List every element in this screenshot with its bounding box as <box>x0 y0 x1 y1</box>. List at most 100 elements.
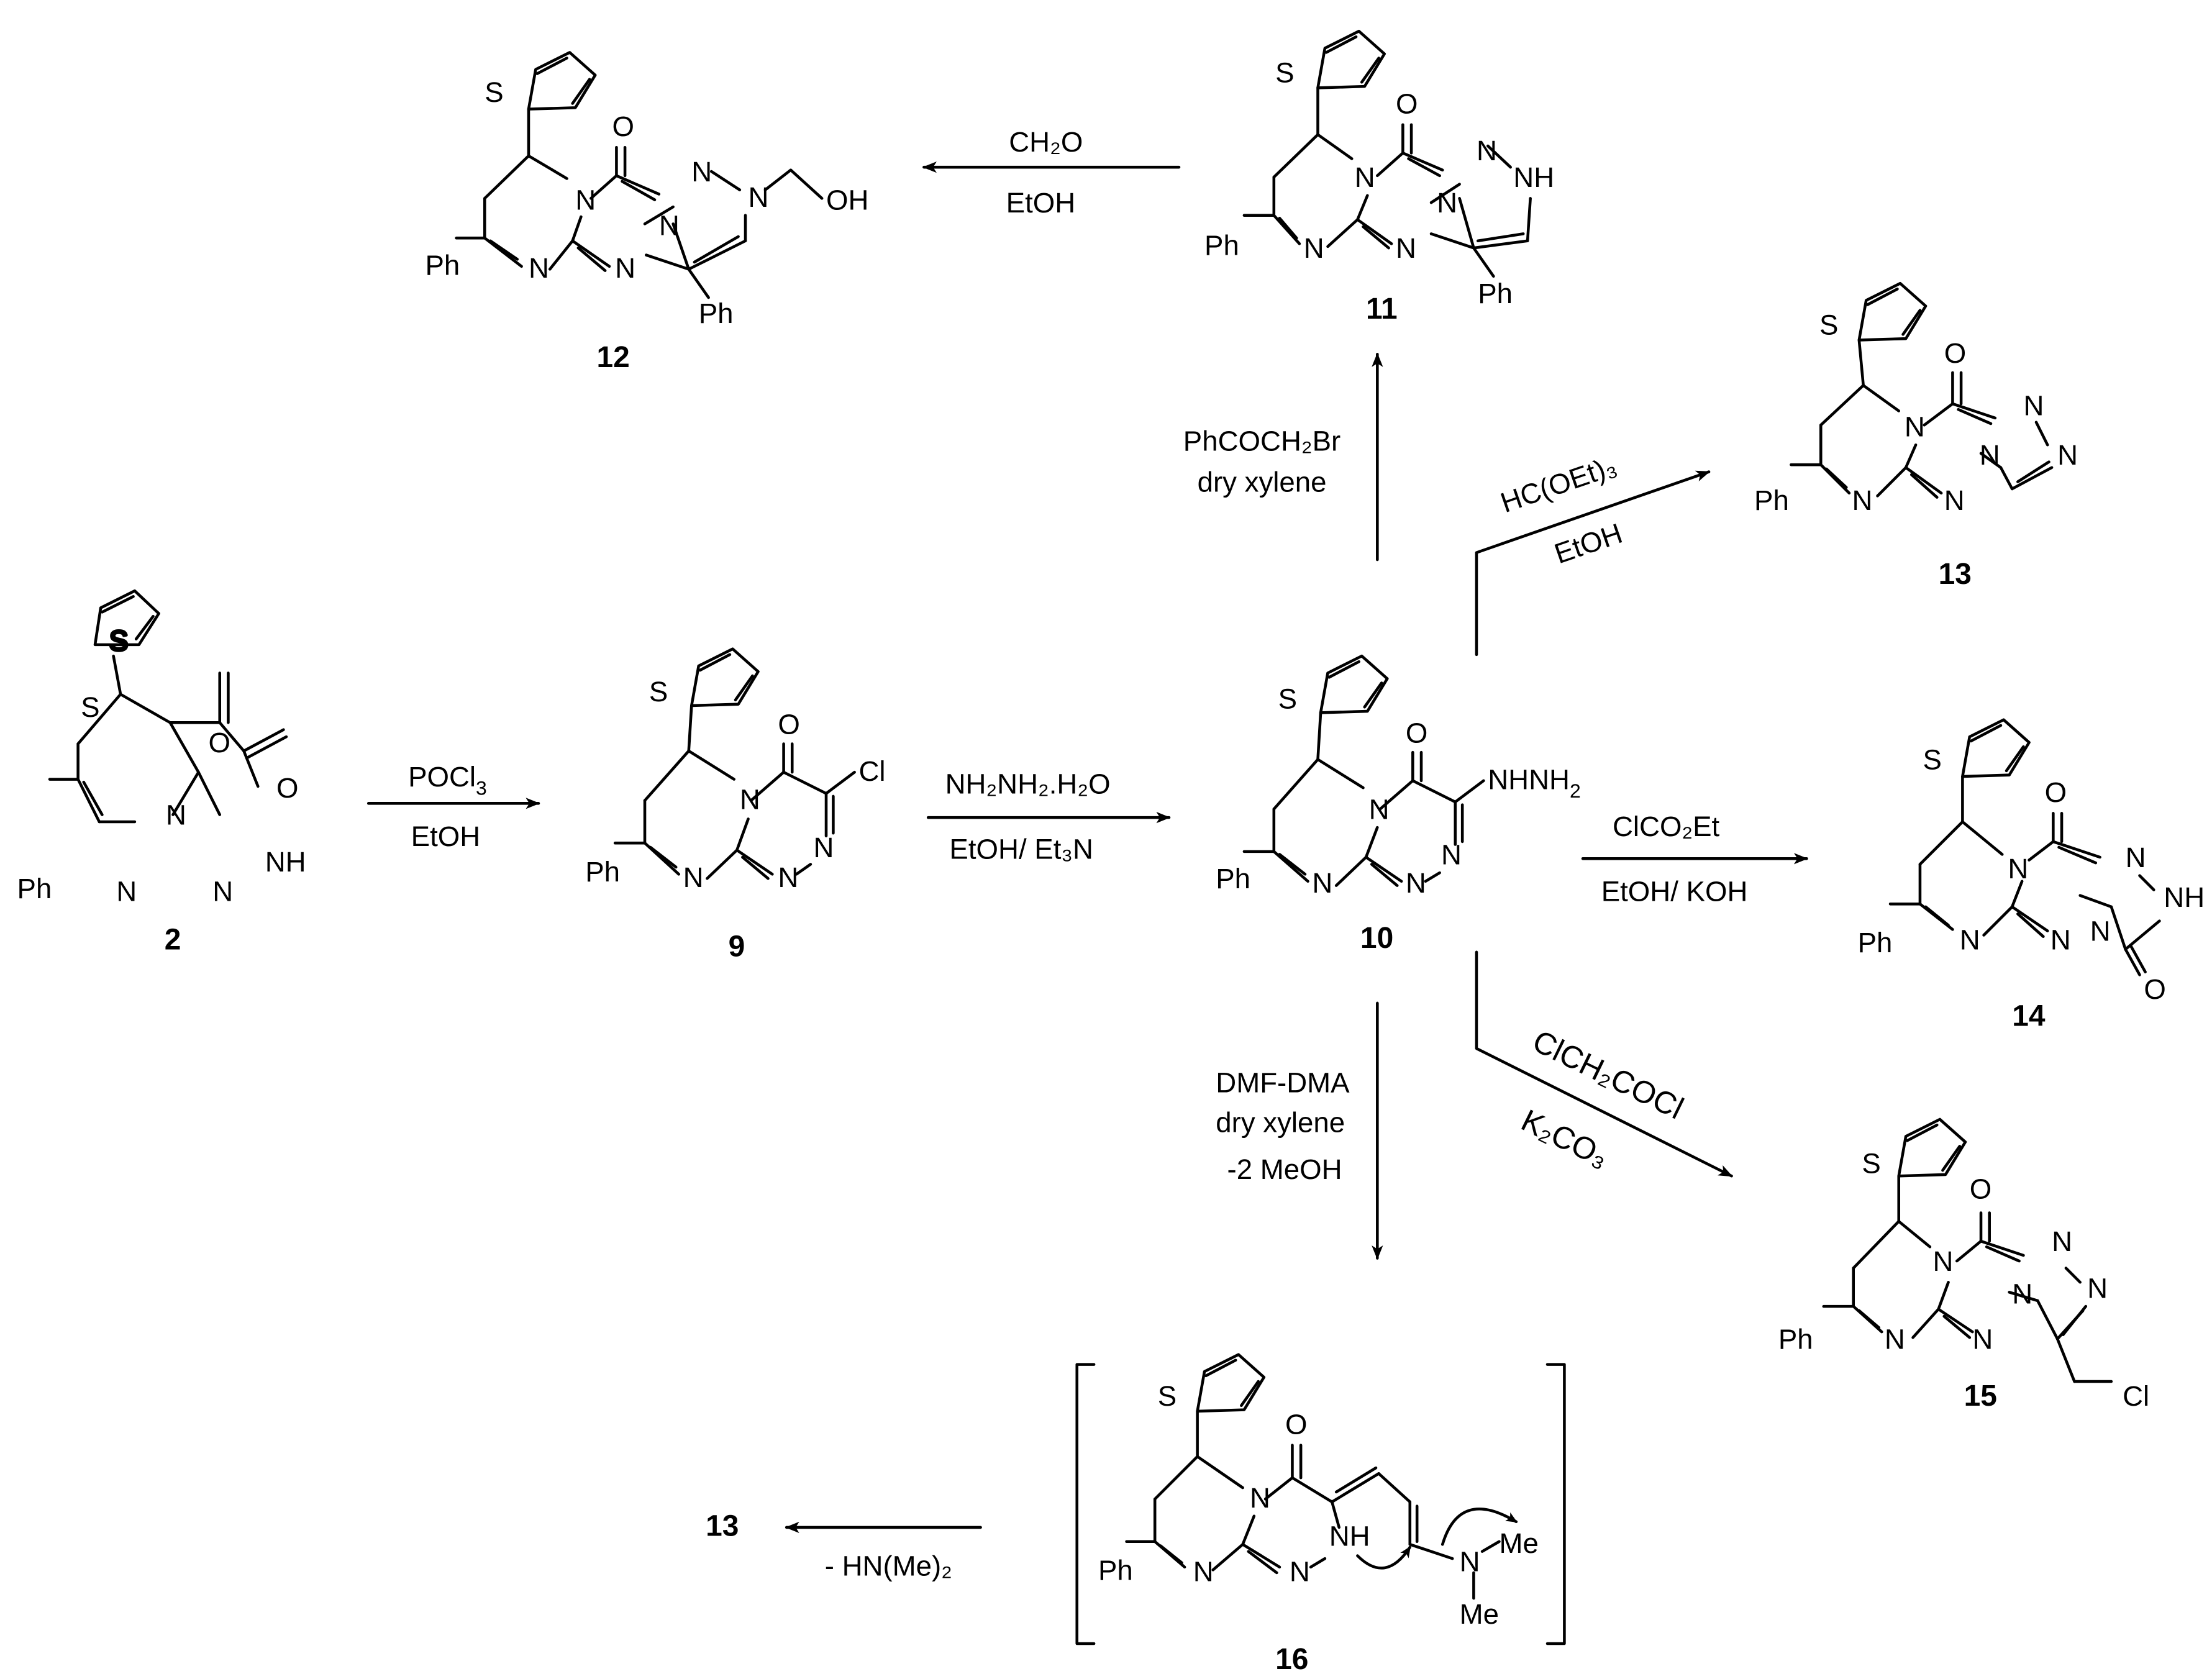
compound-13-structure <box>1790 281 2054 499</box>
compound-number-11: 11 <box>1366 293 1398 325</box>
compound-14-structure <box>1888 718 2161 976</box>
reagent-11-12-above: CH₂O <box>1009 126 1083 158</box>
atom-nh: NH <box>2164 881 2205 913</box>
atom-s: S <box>1923 744 1942 776</box>
atom-n: N <box>1972 1324 1993 1355</box>
reagent-10-16-line2: dry xylene <box>1216 1107 1345 1139</box>
atom-n: N <box>1885 1324 1905 1355</box>
atom-n: N <box>1932 1245 1953 1277</box>
atom-n: N <box>778 862 798 893</box>
atom-n: N <box>2008 853 2028 885</box>
atom-n: N <box>1312 867 1332 899</box>
atom-n: N <box>1304 232 1324 264</box>
atom-n: N <box>1441 839 1462 870</box>
atom-n: N <box>166 799 186 831</box>
atom-ph: Ph <box>1216 863 1250 894</box>
atom-o: O <box>1406 717 1427 748</box>
atom-ph: Ph <box>585 856 620 888</box>
compound-15-structure <box>1822 1117 2113 1383</box>
arrow-10-13 <box>1475 470 1711 657</box>
compound-number-16: 16 <box>1275 1643 1308 1676</box>
compound-number-12: 12 <box>596 341 629 374</box>
atom-n: N <box>2050 924 2071 955</box>
atom-me: Me <box>1499 1527 1538 1559</box>
compound-number-15: 15 <box>1964 1380 1997 1413</box>
compound-numbers: 2 9 10 11 12 13 14 15 16 13 <box>165 293 2046 1676</box>
atom-s: S <box>1862 1148 1880 1180</box>
atom-n: N <box>2126 842 2146 873</box>
atom-n: N <box>529 252 549 284</box>
atom-s: S <box>649 676 668 708</box>
reagent-16-13-below: - HN(Me)₂ <box>825 1550 952 1581</box>
compound-9-structure <box>613 647 856 880</box>
atom-n: N <box>1960 924 1980 955</box>
atom-nh: NH <box>265 846 306 878</box>
atom-oh: OH <box>826 184 868 216</box>
atom-n: N <box>1852 485 1872 516</box>
reagent-10-14-above: ClCO₂Et <box>1613 811 1720 842</box>
reagent-10-13-below: EtOH <box>1550 517 1626 570</box>
atom-n: N <box>2090 916 2111 947</box>
reagent-10-14-below: EtOH/ KOH <box>1601 876 1748 908</box>
atom-o: O <box>208 727 230 758</box>
atom-n: N <box>212 876 233 908</box>
atom-n: N <box>749 181 769 213</box>
atom-n: N <box>691 156 712 188</box>
atom-s: S <box>1819 309 1838 340</box>
atom-cl: Cl <box>2123 1380 2149 1412</box>
atom-nhnh2: NHNH2 <box>1488 764 1581 803</box>
atom-n: N <box>813 832 834 863</box>
reagent-9-10-above: NH₂NH₂.H₂O <box>945 768 1111 799</box>
atom-ph: Ph <box>1858 927 1893 958</box>
compound-12-structure <box>455 51 824 299</box>
atom-n: N <box>2023 389 2044 421</box>
atom-o: O <box>1944 337 1966 369</box>
atom-s: S <box>81 691 99 723</box>
atom-n: N <box>2052 1226 2072 1257</box>
atom-n: N <box>1193 1556 1214 1588</box>
compound-number-10: 10 <box>1360 922 1393 955</box>
compound-number-14: 14 <box>2012 999 2046 1032</box>
compound-11-structure <box>1242 29 1532 278</box>
reagent-11-12-below: EtOH <box>1006 187 1076 219</box>
atom-ph: Ph <box>1098 1554 1133 1586</box>
compound-10-structure <box>1242 654 1485 887</box>
atom-n: N <box>116 876 137 908</box>
atom-o: O <box>276 772 298 804</box>
atom-o: O <box>2144 973 2165 1005</box>
thiophene-s-2: S <box>109 625 128 657</box>
reagent-2-9-below: EtOH <box>411 821 481 852</box>
atom-o: O <box>1396 88 1418 119</box>
atom-s: S <box>1158 1380 1177 1412</box>
reagent-10-16-line1: DMF-DMA <box>1216 1067 1350 1099</box>
atom-n: N <box>1406 867 1426 899</box>
atom-labels: S O O N NH N N Ph S O Cl N N N N Ph S O … <box>17 57 2205 1630</box>
atom-me: Me <box>1460 1598 1499 1630</box>
atom-o: O <box>1285 1408 1307 1440</box>
reagent-10-15-below: K₂CO₃ <box>1516 1103 1614 1174</box>
compound-16-structure <box>1075 1353 1566 1645</box>
reagent-10-16-line3: -2 MeOH <box>1227 1153 1342 1185</box>
compound-2: S <box>48 591 288 824</box>
atom-nh: NH <box>1513 162 1554 193</box>
atom-n: N <box>615 252 635 284</box>
atom-ph: Ph <box>699 298 734 329</box>
atom-n: N <box>683 862 704 893</box>
reagent-9-10-below: EtOH/ Et₃N <box>949 833 1093 865</box>
atom-n: N <box>2087 1272 2108 1304</box>
atom-s: S <box>1275 57 1294 88</box>
atom-n: N <box>2057 439 2078 471</box>
atom-ph: Ph <box>1754 485 1789 516</box>
atom-s: S <box>485 76 503 108</box>
atom-ph: Ph <box>1778 1324 1813 1355</box>
atom-n: N <box>1944 485 1965 516</box>
atom-n: N <box>1290 1556 1310 1588</box>
atom-ph: Ph <box>1478 278 1513 309</box>
atom-o: O <box>1970 1173 1991 1205</box>
atom-n: N <box>740 783 760 815</box>
compound-number-13: 13 <box>1939 558 1972 591</box>
atom-o: O <box>778 709 799 740</box>
arrow-10-15 <box>1475 950 1733 1178</box>
atom-o: O <box>2045 776 2067 808</box>
atom-n: N <box>1905 411 1925 443</box>
